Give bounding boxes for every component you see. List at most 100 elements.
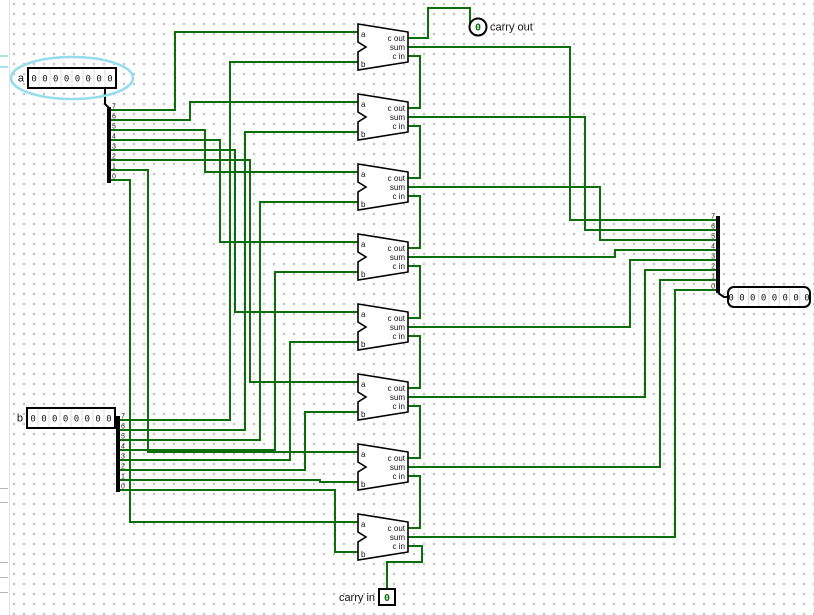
adder-pin-b-label: b: [361, 60, 366, 69]
wire-carry-chain-2[interactable]: [408, 125, 421, 179]
splitter-bit-label: 0: [711, 284, 715, 291]
splitter-a[interactable]: [104, 89, 111, 183]
adder-pin-cout-label: c out: [388, 384, 406, 393]
splitter-bit-label: 6: [121, 424, 125, 431]
wire-a-bit6[interactable]: [109, 101, 358, 121]
bus-result[interactable]: [717, 292, 728, 298]
wire-sum-bit4[interactable]: [408, 249, 718, 258]
bit-cell-separators: [37, 409, 105, 427]
wire-carry-out[interactable]: [408, 7, 471, 39]
splitter-result[interactable]: [716, 216, 728, 298]
adder-pin-cout-label: c out: [388, 104, 406, 113]
adder-pin-cin-label: c in: [393, 472, 405, 481]
wire-a-bit3[interactable]: [109, 149, 358, 313]
output-pin-carry-out[interactable]: 0: [468, 17, 488, 37]
wires-input-b: [118, 61, 358, 553]
adder-pin-cin-label: c in: [393, 192, 405, 201]
wire-a-bit7[interactable]: [109, 31, 358, 111]
wire-sum-bit2[interactable]: [408, 269, 718, 398]
wire-sum-bit6[interactable]: [408, 116, 718, 231]
wire-sum-bit3[interactable]: [408, 259, 718, 328]
wire-a-bit1[interactable]: [109, 169, 358, 453]
splitter-bit-label: 1: [112, 164, 116, 171]
full-adder-body[interactable]: [357, 233, 409, 281]
carry-in-body[interactable]: [378, 588, 396, 606]
full-adder-body[interactable]: [357, 23, 409, 71]
carry-out-label: carry out: [490, 22, 533, 34]
wire-b-bit7[interactable]: [118, 61, 358, 421]
adder-pin-a-label: a: [361, 30, 366, 39]
panel-edge-line: [0, 55, 8, 57]
wire-b-bit1[interactable]: [118, 479, 358, 483]
full-adder-body[interactable]: [357, 373, 409, 421]
full-adder-body[interactable]: [357, 513, 409, 561]
adder-pin-b-label: b: [361, 200, 366, 209]
adder-pin-b-label: b: [361, 270, 366, 279]
wire-sum-bit1[interactable]: [408, 279, 718, 468]
wire-b-bit6[interactable]: [118, 131, 358, 431]
adder-pin-a-label: a: [361, 240, 366, 249]
wire-sum-bit5[interactable]: [408, 186, 718, 241]
adder-pin-cout-label: c out: [388, 174, 406, 183]
wire-carry-chain-1[interactable]: [408, 55, 421, 109]
output-pin-result[interactable]: 0 0 0 0 0 0 0 0: [727, 286, 811, 308]
wire-carry-chain-5[interactable]: [408, 335, 421, 389]
full-adder-body[interactable]: [357, 443, 409, 491]
full-adder-body[interactable]: [357, 93, 409, 141]
carry-out-body[interactable]: [468, 17, 488, 37]
wire-carry-in[interactable]: [386, 545, 423, 589]
wire-a-bit0[interactable]: [109, 179, 358, 523]
wire-b-bit0[interactable]: [118, 489, 358, 553]
wire-b-bit4[interactable]: [118, 271, 358, 451]
input-pin-a[interactable]: 0 0 0 0 0 0 0 0: [27, 67, 117, 89]
bus-a[interactable]: [104, 89, 110, 109]
wire-a-bit4[interactable]: [109, 139, 358, 243]
splitter-bit-label: 4: [711, 244, 715, 251]
panel-edge-line: [0, 502, 8, 503]
adder-pin-b-label: b: [361, 340, 366, 349]
splitter-bit-label: 5: [711, 234, 715, 241]
splitter-bit-label: 7: [711, 214, 715, 221]
wire-sum-bit0[interactable]: [408, 289, 718, 538]
pin-b-label: b: [17, 413, 23, 425]
adder-pin-a-label: a: [361, 520, 366, 529]
splitter-bit-label: 3: [711, 254, 715, 261]
adder-pin-cin-label: c in: [393, 332, 405, 341]
wire-carry-chain-4[interactable]: [408, 265, 421, 319]
carry-out-value: 0: [475, 23, 481, 34]
panel-edge-line: [0, 562, 8, 563]
splitter-bit-label: 2: [112, 154, 116, 161]
wire-carry-chain-7[interactable]: [408, 475, 421, 529]
full-adder-body[interactable]: [357, 163, 409, 211]
input-pin-carry-in[interactable]: 0: [378, 588, 396, 606]
wire-b-bit2[interactable]: [118, 411, 358, 471]
splitter-bit-label: 5: [112, 124, 116, 131]
adder-pin-a-label: a: [361, 310, 366, 319]
carry-in-value: 0: [384, 593, 390, 604]
full-adder-body[interactable]: [357, 303, 409, 351]
input-pin-b[interactable]: 0 0 0 0 0 0 0 0: [26, 407, 116, 429]
selection-halo: [9, 55, 135, 101]
splitter-bit-label: 3: [112, 144, 116, 151]
adder-pin-cin-label: c in: [393, 52, 405, 61]
wire-carry-chain-3[interactable]: [408, 195, 421, 249]
wire-a-bit2[interactable]: [109, 159, 358, 383]
wire-carry-chain-6[interactable]: [408, 405, 421, 459]
adder-pin-a-label: a: [361, 100, 366, 109]
wire-sum-bit7[interactable]: [408, 46, 718, 221]
adder-pin-cin-label: c in: [393, 122, 405, 131]
adder-pin-b-label: b: [361, 480, 366, 489]
wire-b-bit5[interactable]: [118, 201, 358, 441]
left-panel-edge: [0, 0, 10, 615]
wire-b-bit3[interactable]: [118, 341, 358, 461]
